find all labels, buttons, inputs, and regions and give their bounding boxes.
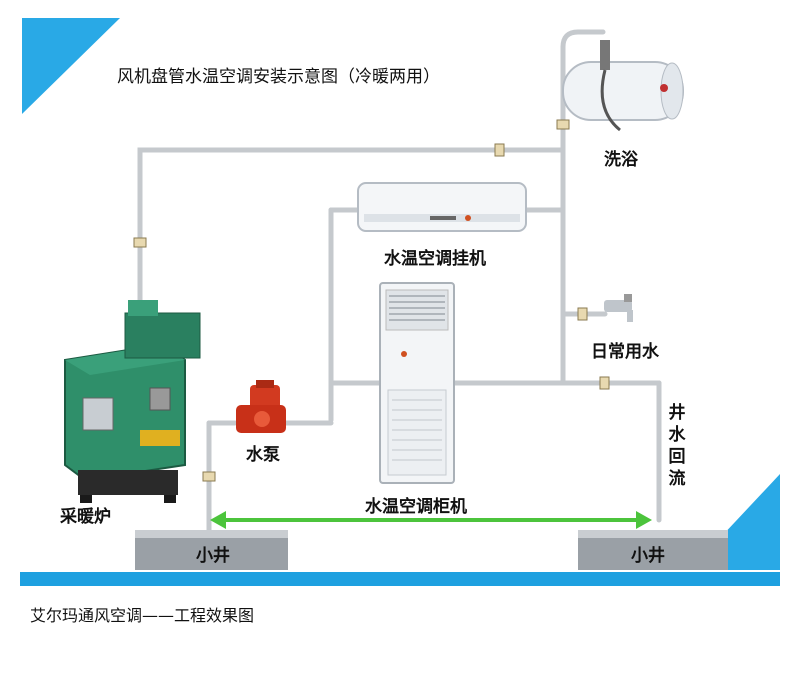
ground-bar	[20, 572, 780, 586]
caption: 艾尔玛通风空调——工程效果图	[30, 606, 255, 625]
cabinet-ac-unit	[379, 282, 455, 484]
pipe-network	[137, 29, 662, 533]
valves	[133, 119, 610, 482]
label-daily-water: 日常用水	[591, 342, 659, 362]
well-left-top	[135, 530, 288, 538]
label-well-return: 井水回流	[668, 403, 686, 489]
tap	[604, 294, 633, 322]
diagram-title: 风机盘管水温空调安装示意图（冷暖两用）	[117, 67, 440, 87]
label-well-right: 小井	[631, 546, 665, 566]
water-heater	[562, 40, 684, 132]
wall-ac-unit	[357, 182, 527, 232]
well-right-top	[578, 530, 728, 538]
label-well-left: 小井	[196, 546, 230, 566]
label-wall-unit: 水温空调挂机	[384, 249, 486, 269]
corner-triangle-top-left	[22, 18, 120, 114]
label-pump: 水泵	[246, 445, 280, 465]
label-furnace: 采暖炉	[60, 507, 111, 527]
label-cabinet-unit: 水温空调柜机	[365, 497, 467, 517]
flow-arrow-head-left	[210, 511, 226, 529]
water-pump	[236, 380, 286, 433]
heating-furnace	[64, 300, 201, 503]
flow-arrow-head-right	[636, 511, 652, 529]
label-bath: 洗浴	[604, 150, 638, 170]
